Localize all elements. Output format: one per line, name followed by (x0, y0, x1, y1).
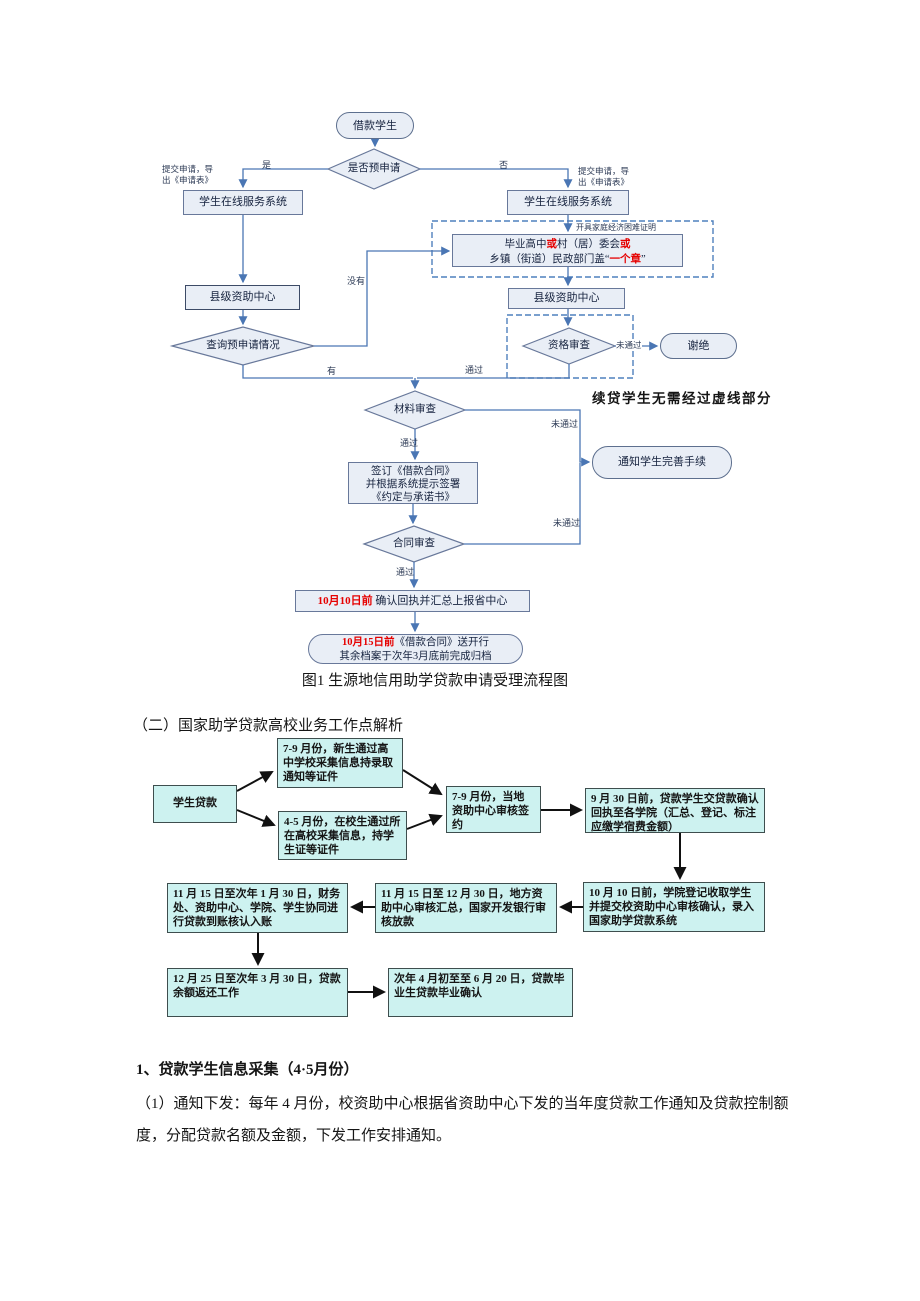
node-oct10-register: 10 月 10 日前，学院登记收取学生并提交校资助中心审核确认，录入国家助学贷款… (583, 882, 765, 932)
edge-label-pass-1: 通过 (465, 365, 484, 375)
edge-label-no: 否 (499, 160, 509, 170)
node-county-center-right: 县级资助中心 (508, 288, 625, 309)
edge-label-submit-right: 提交申请，导出《申请表》 (578, 166, 630, 187)
node-local-center-sign: 7-9 月份，当地资助中心审核签约 (446, 786, 541, 833)
node-certificate-stamp: 毕业高中或村（居）委会或 乡镇（街道）民政部门盖“一个章” (452, 234, 683, 267)
decision-contract-label: 合同审查 (393, 538, 435, 549)
deadline-oct10-text: 确认回执并汇总上报省中心 (372, 595, 508, 607)
node-dec25-refund: 12 月 25 日至次年 3 月 30 日，贷款余额返还工作 (167, 968, 348, 1017)
decision-query-label: 查询预申请情况 (206, 340, 280, 351)
sign-line3: 《约定与承诺书》 (371, 492, 455, 503)
node-next-apr-graduate: 次年 4 月初至至 6 月 20 日，贷款毕业生贷款毕业确认 (388, 968, 573, 1017)
edge-label-none: 没有 (347, 276, 366, 286)
node-sign-contract: 签订《借款合同》 并根据系统提示签署 《约定与承诺书》 (348, 462, 478, 504)
renewal-note: 续贷学生无需经过虚线部分 (592, 391, 772, 406)
decision-pre-apply-label: 是否预申请 (347, 163, 401, 174)
node-nov15-jan30-account: 11 月 15 日至次年 1 月 30 日，财务处、资助中心、学院、学生协同进行… (167, 883, 348, 933)
decision-qualify-label: 资格审查 (548, 340, 590, 351)
node-county-center-left: 县级资助中心 (185, 285, 300, 310)
edge-label-submit-left: 提交申请，导出《申请表》 (162, 164, 214, 185)
deadline-oct10-date: 10月10日前 (317, 595, 373, 607)
node-borrower: 借款学生 (336, 112, 414, 139)
node-new-students: 7-9 月份，新生通过高中学校采集信息持录取通知等证件 (277, 738, 403, 788)
node-student-loan: 学生贷款 (153, 785, 237, 823)
node-online-service-right: 学生在线服务系统 (507, 190, 629, 215)
edge-label-fail-3: 未通过 (553, 518, 581, 528)
edge-label-certificate-doc: 开具家庭经济困难证明 (576, 223, 656, 232)
deadline-oct15-line1: 10月15日前《借款合同》送开行 (342, 637, 489, 648)
body-heading: 1、贷款学生信息采集（4·5月份） (136, 1062, 359, 1078)
sign-line1: 签订《借款合同》 (371, 466, 455, 477)
certificate-line2: 乡镇（街道）民政部门盖“一个章” (489, 254, 646, 265)
edge-label-pass-2: 通过 (400, 438, 419, 448)
deadline-oct15-line2: 其余档案于次年3月底前完成归档 (339, 650, 492, 662)
body-paragraph: （1）通知下发：每年 4 月份，校资助中心根据省资助中心下发的当年度贷款工作通知… (136, 1096, 789, 1144)
node-notify-student: 通知学生完善手续 (592, 446, 732, 479)
edge-label-fail-2: 未通过 (551, 419, 579, 429)
node-online-service-left: 学生在线服务系统 (183, 190, 303, 215)
node-deadline-oct10: 10月10日前 确认回执并汇总上报省中心 (295, 590, 530, 612)
edge-label-have: 有 (327, 366, 337, 376)
node-sep30-receipt: 9 月 30 日前，贷款学生交贷款确认回执至各学院（汇总、登记、标注应缴学宿费金… (585, 788, 765, 833)
node-current-students: 4-5 月份，在校生通过所在高校采集信息，持学生证等证件 (278, 811, 407, 860)
sign-line2: 并根据系统提示签署 (365, 479, 461, 490)
decision-material-label: 材料审查 (394, 404, 436, 415)
figure1-caption: 图1 生源地信用助学贷款申请受理流程图 (301, 673, 569, 689)
edge-label-yes: 是 (262, 160, 272, 170)
node-nov15-dec30-review: 11 月 15 日至 12 月 30 日，地方资助中心审核汇总，国家开发银行审核… (375, 883, 557, 933)
node-decline: 谢绝 (660, 333, 737, 359)
certificate-line1: 毕业高中或村（居）委会或 (504, 239, 631, 250)
node-deadline-oct15: 10月15日前《借款合同》送开行 其余档案于次年3月底前完成归档 (308, 634, 523, 664)
edge-label-pass-3: 通过 (396, 567, 415, 577)
edge-label-fail-1: 未通过 (616, 340, 642, 351)
section2-heading: （二）国家助学贷款高校业务工作点解析 (133, 718, 404, 734)
